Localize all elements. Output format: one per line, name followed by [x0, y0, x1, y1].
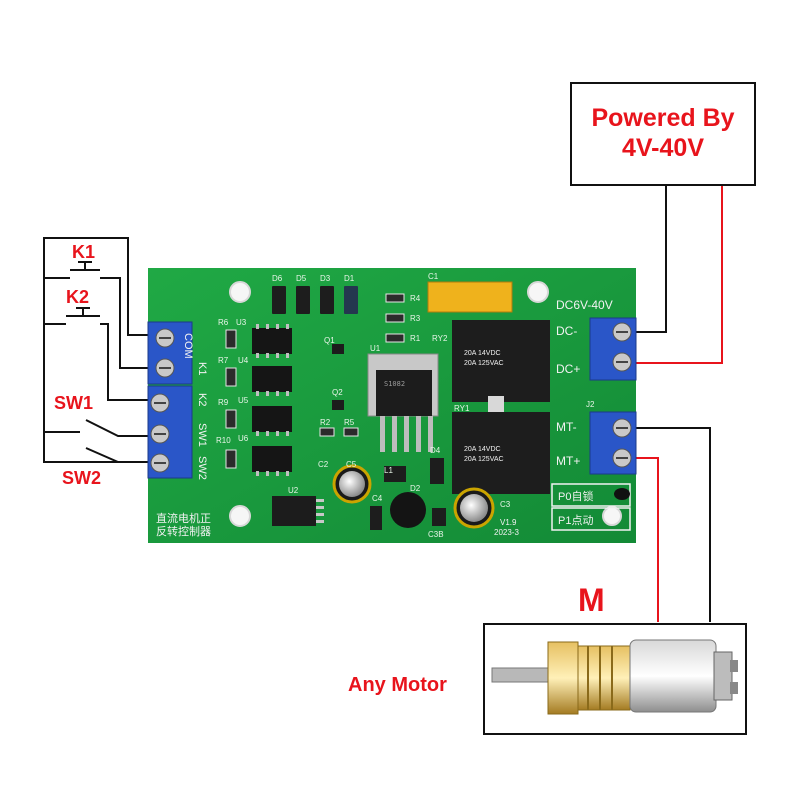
ref-u5: U5: [238, 396, 249, 405]
ref-r1: R1: [410, 334, 421, 343]
board-name-line2: 反转控制器: [156, 526, 211, 538]
version-date: 2023-3: [494, 528, 519, 537]
right-terminal-block-power: [589, 317, 637, 381]
left-terminal-block-2p: [147, 321, 193, 385]
relay-ry2: [452, 320, 550, 414]
small-resistors-left: [225, 329, 237, 469]
transistors: [332, 344, 344, 410]
resistors-right: [319, 293, 405, 437]
terminal-label-mt-minus: MT-: [556, 420, 577, 434]
ref-d1: D1: [344, 274, 355, 283]
regulator-u1: [367, 353, 439, 452]
optocouplers: [252, 328, 292, 472]
version-label: V1.9: [500, 518, 517, 527]
capacitor-c5: [332, 464, 372, 504]
k2-button-symbol: [66, 307, 100, 317]
wire-sw1: [85, 419, 158, 437]
terminal-label-com: COM: [182, 333, 194, 359]
terminal-label-sw2: SW2: [196, 456, 208, 480]
ref-r3: R3: [410, 314, 421, 323]
k1-label: K1: [72, 242, 96, 262]
ref-c3: C3: [500, 500, 511, 509]
ref-u3: U3: [236, 318, 247, 327]
right-terminal-block-motor: [589, 411, 637, 475]
ref-r9: R9: [218, 398, 229, 407]
motor-illustration: [491, 639, 738, 715]
ref-d5: D5: [296, 274, 307, 283]
ref-l1: L1: [384, 466, 393, 475]
motor-side-label: Any Motor: [348, 674, 447, 696]
ref-c4: C4: [372, 494, 383, 503]
diodes-bottom: [370, 458, 446, 530]
ref-r10: R10: [216, 436, 231, 445]
motor-symbol-label: M: [578, 582, 605, 618]
power-source-box: [570, 82, 756, 186]
mode-jumper: [551, 483, 631, 531]
ref-r7: R7: [218, 356, 229, 365]
ref-q1: Q1: [324, 336, 335, 345]
relay-ry1-rating-2: 20A 125VAC: [464, 456, 504, 463]
mode-label-p1: P1点动: [558, 515, 594, 527]
capacitor-c3: [453, 487, 495, 529]
ref-ry1: RY1: [454, 404, 470, 413]
sw2-label: SW2: [62, 468, 102, 488]
wire-sw2: [85, 447, 158, 463]
ref-r2: R2: [320, 418, 331, 427]
diodes-row: [272, 286, 358, 314]
wire-dc-minus: [635, 186, 667, 333]
ref-d6: D6: [272, 274, 283, 283]
k1-button-symbol: [70, 261, 100, 271]
board-name-line1: 直流电机正: [156, 513, 211, 525]
ref-c2: C2: [318, 460, 329, 469]
wire-k2: [100, 323, 160, 401]
ref-j2: J2: [586, 400, 595, 409]
terminal-label-dc-plus: DC+: [556, 362, 581, 376]
ref-r4: R4: [410, 294, 421, 303]
ref-q2: Q2: [332, 388, 343, 397]
power-label-line2: 4V-40V: [621, 134, 704, 162]
relay-ry2-rating-2: 20A 125VAC: [464, 360, 504, 367]
terminal-label-mt-plus: MT+: [556, 454, 581, 468]
mode-label-p0: P0自锁: [558, 491, 594, 503]
wire-mt-plus: [635, 457, 659, 622]
k2-label: K2: [66, 287, 90, 307]
relay-ry1: [452, 412, 550, 494]
ref-c3b: C3B: [428, 530, 444, 539]
ref-u1: U1: [370, 344, 381, 353]
terminal-label-k1: K1: [196, 362, 208, 376]
capacitor-c1: [427, 281, 513, 313]
wire-k1: [100, 277, 160, 369]
terminal-label-sw1: SW1: [196, 423, 208, 447]
ref-u2: U2: [288, 486, 299, 495]
inductor-l1: [390, 492, 426, 528]
ref-d3: D3: [320, 274, 331, 283]
wire-mt-minus: [635, 427, 711, 622]
left-terminal-block-3p: [147, 385, 193, 479]
power-label-line1: Powered By: [591, 104, 735, 132]
regulator-chip-marking: S1082: [384, 380, 406, 388]
supply-rating: DC6V-40V: [556, 298, 613, 312]
relay-ry2-rating-1: 20A 14VDC: [464, 350, 501, 357]
terminal-label-dc-minus: DC-: [556, 324, 578, 338]
ref-r6: R6: [218, 318, 229, 327]
terminal-label-k2: K2: [196, 393, 208, 407]
ic-u2: [272, 496, 324, 526]
optocoupler-pins: [256, 324, 289, 476]
ref-d2: D2: [410, 484, 421, 493]
ref-u6: U6: [238, 434, 249, 443]
ref-c5: C5: [346, 460, 357, 469]
relay-ry1-rating-1: 20A 14VDC: [464, 446, 501, 453]
sw1-label: SW1: [54, 393, 94, 413]
wire-dc-plus: [635, 186, 723, 364]
ref-r5: R5: [344, 418, 355, 427]
ref-d4: D4: [430, 446, 441, 455]
mounting-holes: [229, 281, 622, 527]
ref-c1: C1: [428, 272, 439, 281]
ref-u4: U4: [238, 356, 249, 365]
ref-ry2: RY2: [432, 334, 448, 343]
